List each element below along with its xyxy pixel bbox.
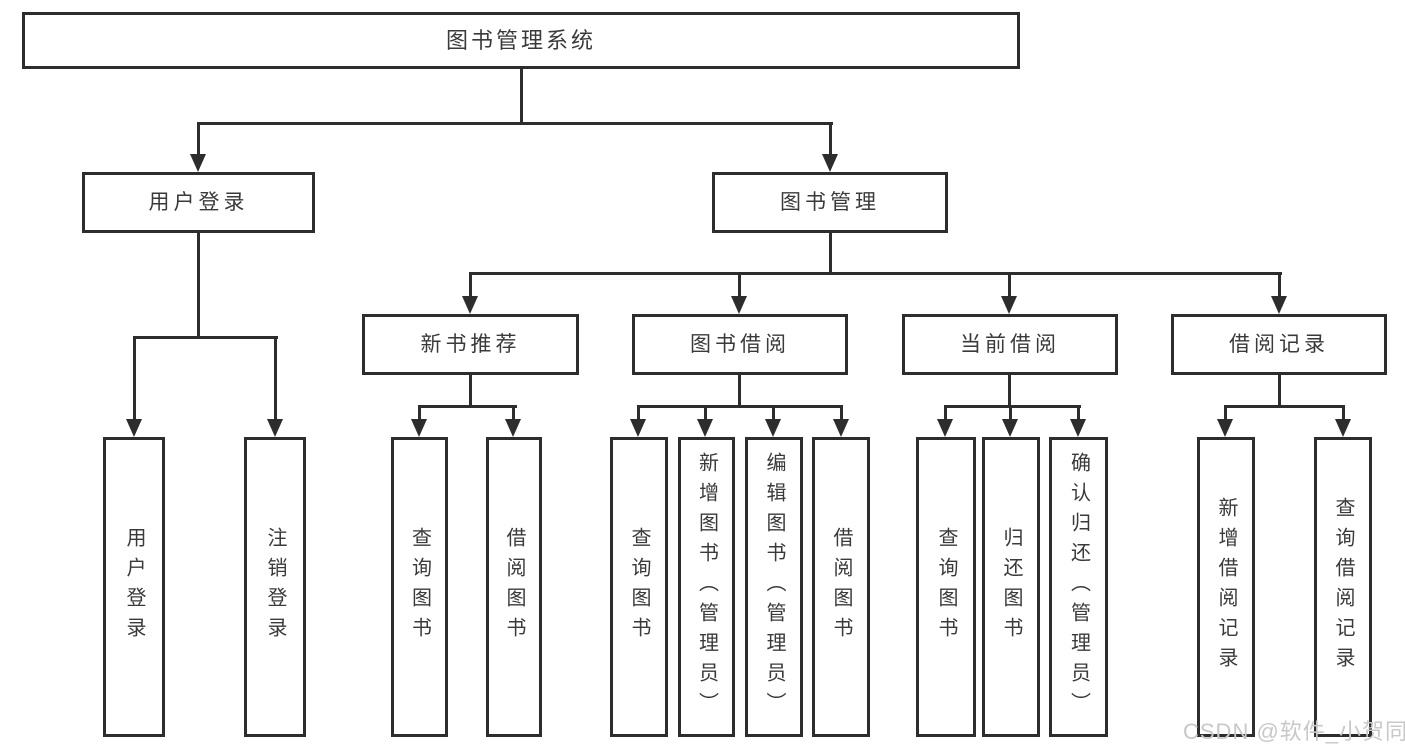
edge-stem [840, 405, 843, 421]
edge-stem [704, 405, 707, 421]
edge-stem [738, 375, 741, 408]
node-label: 查询图书 [408, 527, 431, 647]
arrowhead-down-icon [1217, 419, 1233, 437]
node-label: 图书借阅 [690, 333, 790, 356]
arrowhead-down-icon [697, 419, 713, 437]
arrowhead-down-icon [1002, 419, 1018, 437]
node-label: 新增图书（管理员） [695, 452, 718, 722]
node-label: 查询借阅记录 [1332, 497, 1354, 677]
arrowhead-down-icon [267, 419, 283, 437]
node-label: 图书管理系统 [445, 27, 596, 53]
leaf-edit-books-admin: 编辑图书（管理员） [745, 437, 803, 737]
edge-stem [1077, 405, 1080, 421]
arrowhead-down-icon [630, 419, 646, 437]
node-label: 查询图书 [628, 527, 650, 647]
edge-stem [469, 375, 472, 408]
arrowhead-down-icon [1335, 419, 1351, 437]
edge-hbar [133, 336, 278, 339]
arrowhead-down-icon [765, 419, 781, 437]
leaf-query-books-borrowing: 查询图书 [610, 437, 668, 737]
arrowhead-down-icon [190, 154, 206, 172]
edge-stem [944, 405, 947, 421]
arrowhead-down-icon [1001, 296, 1017, 314]
arrowhead-down-icon [462, 296, 478, 314]
edge-stem [1008, 375, 1011, 408]
edge-stem [1342, 405, 1345, 421]
node-label: 借阅记录 [1229, 333, 1329, 356]
leaf-borrow-books-recommend: 借阅图书 [486, 437, 542, 737]
edge-stem [512, 405, 515, 421]
arrowhead-down-icon [505, 419, 521, 437]
node-label: 查询图书 [935, 527, 957, 647]
edge-hbar [469, 272, 1282, 275]
edge-hbar [944, 405, 1081, 408]
leaf-add-books-admin: 新增图书（管理员） [678, 437, 735, 737]
edge-stem [1008, 272, 1011, 298]
edge-stem [418, 405, 421, 421]
edge-stem [469, 272, 472, 298]
leaf-query-books-current: 查询图书 [916, 437, 976, 737]
node-label: 图书管理 [780, 191, 880, 214]
arrowhead-down-icon [1271, 296, 1287, 314]
edge-stem [274, 336, 277, 422]
node-label: 新书推荐 [420, 333, 521, 356]
edge-stem [1009, 405, 1012, 421]
edge-hbar [637, 405, 843, 408]
edge-stem [637, 405, 640, 421]
node-label: 确认归还（管理员） [1067, 452, 1090, 722]
node-label: 编辑图书（管理员） [763, 452, 785, 722]
leaf-add-borrow-record: 新增借阅记录 [1197, 437, 1255, 737]
node-label: 借阅图书 [503, 527, 525, 647]
edge-stem [1278, 375, 1281, 408]
arrowhead-down-icon [126, 419, 142, 437]
node-borrowing-records: 借阅记录 [1171, 314, 1387, 375]
edge-stem [197, 122, 200, 156]
leaf-query-borrow-record: 查询借阅记录 [1314, 437, 1372, 737]
edge-stem [1224, 405, 1227, 421]
arrowhead-down-icon [937, 419, 953, 437]
edge-stem [1278, 272, 1281, 298]
arrowhead-down-icon [822, 154, 838, 172]
node-user-login-branch: 用户登录 [82, 172, 315, 233]
edge-hbar [1224, 405, 1345, 408]
leaf-logout: 注销登录 [244, 437, 306, 737]
arrowhead-down-icon [731, 296, 747, 314]
arrowhead-down-icon [833, 419, 849, 437]
edge-stem [197, 233, 200, 336]
edge-stem [738, 272, 741, 298]
edge-stem [772, 405, 775, 421]
node-label: 用户登录 [123, 527, 145, 647]
node-library-system: 图书管理系统 [22, 12, 1020, 69]
leaf-return-books: 归还图书 [982, 437, 1040, 737]
watermark: CSDN @软件_小贺同学 [1183, 719, 1405, 744]
node-book-borrowing: 图书借阅 [632, 314, 848, 375]
edge-root-stem [520, 69, 523, 122]
leaf-confirm-return-admin: 确认归还（管理员） [1049, 437, 1108, 737]
leaf-user-login: 用户登录 [103, 437, 165, 737]
edge-hbar [418, 405, 517, 408]
node-current-borrowing: 当前借阅 [902, 314, 1118, 375]
node-new-book-recommend: 新书推荐 [362, 314, 579, 375]
node-label: 归还图书 [1000, 527, 1022, 647]
leaf-borrow-books-borrowing: 借阅图书 [812, 437, 870, 737]
node-label: 借阅图书 [830, 527, 852, 647]
node-book-management: 图书管理 [712, 172, 948, 233]
node-label: 当前借阅 [960, 333, 1060, 356]
edge-root-hbar [197, 122, 833, 125]
edge-stem [829, 122, 832, 156]
edge-stem [133, 336, 136, 422]
arrowhead-down-icon [411, 419, 427, 437]
node-label: 用户登录 [148, 191, 249, 214]
node-label: 新增借阅记录 [1215, 497, 1237, 677]
edge-stem [829, 233, 832, 272]
leaf-query-books-recommend: 查询图书 [391, 437, 448, 737]
arrowhead-down-icon [1070, 419, 1086, 437]
node-label: 注销登录 [264, 527, 286, 647]
